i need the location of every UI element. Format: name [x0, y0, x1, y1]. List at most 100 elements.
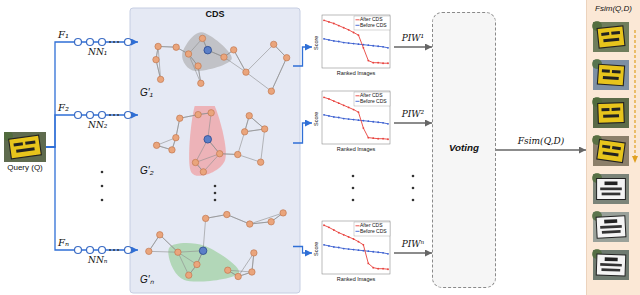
legend-sample: [356, 19, 360, 20]
graph-point: [230, 47, 236, 53]
edge-label: F₂: [58, 102, 69, 113]
legend-sample: [356, 25, 360, 26]
ellipsis-dot: [412, 175, 415, 178]
flow-connector: [293, 47, 312, 66]
graph-link: [271, 58, 286, 91]
ellipsis-dot: [352, 175, 355, 178]
legend-box: [354, 222, 390, 236]
rank-arrow: [634, 30, 635, 156]
graph-link: [149, 251, 178, 253]
score-curve: [324, 115, 388, 124]
graph-point: [271, 41, 277, 47]
score-marker: [348, 248, 350, 250]
sign-mark: [603, 38, 619, 43]
flow-connector: [394, 46, 432, 48]
graph-point: [216, 151, 222, 157]
flow-connector: [394, 252, 432, 254]
sign-face: [597, 139, 625, 162]
score-marker: [377, 45, 379, 47]
score-marker: [328, 98, 330, 100]
plot-frame: [322, 91, 390, 144]
graph-point: [283, 55, 289, 61]
score-marker: [362, 250, 364, 252]
graph-point: [268, 219, 274, 225]
score-marker: [362, 244, 364, 246]
score-marker: [323, 96, 325, 98]
score-curve: [324, 39, 388, 48]
legend-sample: [356, 95, 360, 96]
flow-connector: [46, 147, 138, 250]
graph-label: G′₂: [140, 165, 153, 176]
score-marker: [343, 248, 345, 250]
score-marker: [328, 245, 330, 247]
neighbor-set-label: NN₂: [88, 121, 107, 131]
query-label: Query (Q): [0, 164, 50, 173]
graph-node: G′ₙ: [138, 204, 293, 289]
legend-box: [354, 92, 390, 106]
sign-face: [596, 254, 626, 276]
ellipsis-dot: [109, 41, 111, 43]
legend-box: [354, 16, 390, 30]
score-chart: After CDSBefore CDSScoreRanked Images: [312, 12, 394, 82]
sign-mark: [605, 182, 618, 186]
neighbor-circle: [99, 112, 106, 119]
chart-text: Ranked Images: [322, 70, 390, 76]
graph-point: [186, 272, 192, 278]
sign-face: [597, 26, 625, 48]
graph-node: G′₁: [138, 30, 293, 102]
neighbor-circle: [87, 247, 94, 254]
sign-face: [597, 179, 626, 200]
score-markers: [323, 38, 389, 49]
graph-point: [246, 113, 252, 119]
ellipsis-dot: [109, 114, 111, 116]
ellipsis-dot: [109, 249, 111, 251]
graph-points: [153, 110, 267, 175]
graph-point: [153, 142, 159, 148]
edge-label: PIWⁿ: [402, 240, 425, 250]
neighbor-circle: [125, 247, 132, 254]
vote-label: Voting: [433, 143, 495, 154]
photo-ground: [593, 60, 629, 90]
query-image: [4, 132, 46, 162]
sign-mark: [605, 257, 618, 261]
graph-point: [200, 169, 206, 175]
graph-link: [189, 54, 201, 83]
sign-photo: [592, 249, 629, 280]
sign-mark: [600, 188, 622, 191]
sign-face: [597, 64, 624, 86]
graph-points: [146, 210, 287, 280]
graph-link: [250, 213, 283, 224]
ellipsis-dot: [101, 199, 104, 202]
sign-mark: [612, 70, 621, 74]
sign-mark: [601, 268, 620, 271]
sign-plate: [597, 139, 625, 162]
neighbor-circle: [75, 247, 82, 254]
sign-mark: [612, 146, 621, 150]
neighbor-circle: [75, 39, 82, 46]
score-marker: [333, 100, 335, 102]
photo-ground: [593, 250, 629, 280]
score-marker: [377, 121, 379, 123]
ellipsis-dot: [117, 41, 119, 43]
graph-link: [238, 155, 261, 163]
graph-point: [247, 221, 253, 227]
ellipsis-dot: [117, 114, 119, 116]
graph-link: [160, 235, 178, 252]
graph-link: [160, 235, 178, 252]
flow-connector: [293, 247, 312, 254]
score-marker: [382, 122, 384, 124]
score-marker: [338, 25, 340, 27]
graph-links: [149, 213, 283, 277]
graph-link: [246, 44, 274, 72]
ellipsis-dot: [113, 41, 115, 43]
edge-label: F₁: [58, 29, 69, 40]
score-marker: [377, 138, 379, 140]
score-markers: [323, 224, 389, 270]
score-marker: [333, 23, 335, 25]
sign-mark: [600, 263, 622, 266]
score-marker: [328, 39, 330, 41]
graph-point: [185, 51, 191, 57]
score-marker: [382, 46, 384, 48]
score-marker: [323, 38, 325, 40]
